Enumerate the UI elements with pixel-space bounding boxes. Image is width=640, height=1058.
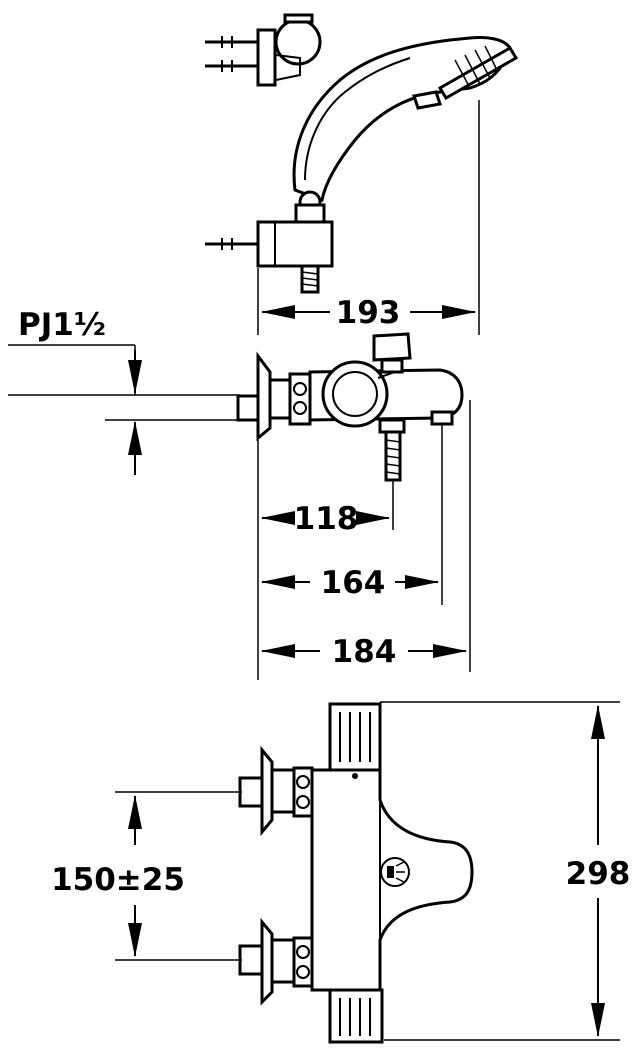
dim-118-label: 118: [294, 501, 359, 537]
dim-184-label: 184: [332, 634, 397, 670]
shower-icon: [380, 857, 410, 887]
valve-front-view: [238, 702, 474, 1044]
shower-handle: [292, 36, 512, 203]
dim-164-label: 164: [321, 565, 386, 601]
dim-150-label: 150±25: [51, 862, 185, 898]
dimension-150: 150±25: [51, 791, 242, 961]
dimension-118: 118: [257, 440, 394, 680]
hand-shower-view: [205, 13, 519, 294]
dimension-298: 298: [380, 701, 631, 1041]
dim-193-label: 193: [336, 295, 401, 331]
dimension-193: 193: [257, 100, 480, 335]
dim-298-label: 298: [566, 856, 631, 892]
valve-side-view: [236, 332, 464, 482]
wall-screws-upper: [205, 36, 258, 72]
pipe-size-label: PJ1½: [18, 307, 106, 343]
wall-screw-lower: [205, 238, 258, 250]
pipe-dimension: [8, 344, 240, 475]
dimension-184: 184: [261, 400, 471, 672]
dimension-164: 164: [261, 424, 443, 605]
